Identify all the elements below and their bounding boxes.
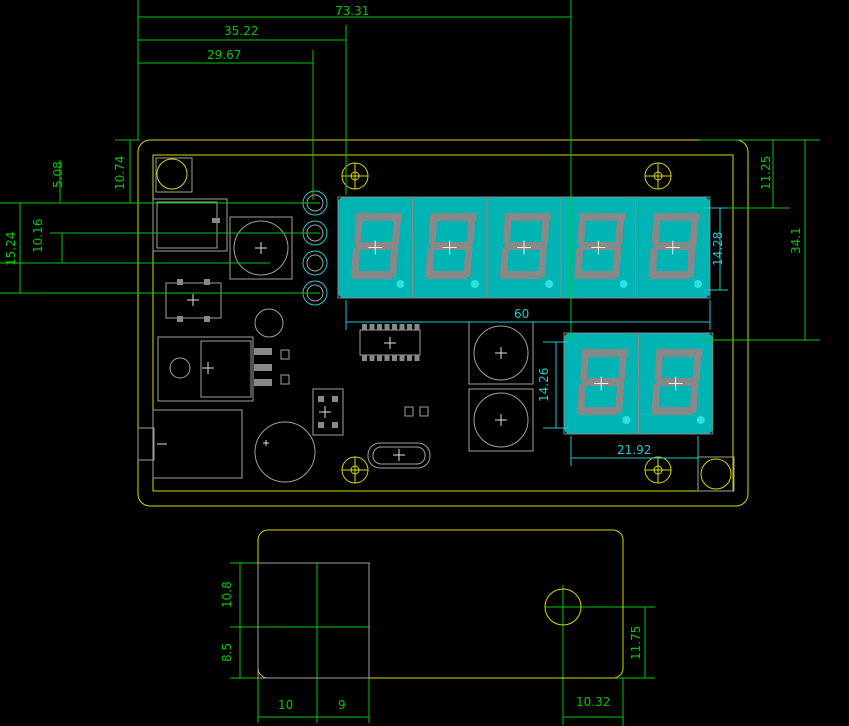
ic-pin [392, 324, 397, 330]
ic-pin [414, 324, 420, 330]
corner-pad [697, 456, 735, 492]
center-crosses [157, 242, 507, 461]
dim-hole-offset: 10.32 [576, 695, 610, 709]
dim-to-leds: 29.67 [207, 48, 241, 62]
dim-top-to-led: 10.74 [113, 156, 127, 190]
board-inner-outline [152, 154, 734, 492]
corner-pad [155, 157, 193, 193]
digit [560, 196, 637, 299]
digit [486, 196, 562, 299]
board-outline [137, 139, 749, 507]
ic-pin [407, 324, 412, 330]
ic-pin [392, 355, 397, 361]
dim-led-span-2: 10.16 [31, 219, 45, 253]
dim-hole-height: 11.75 [629, 626, 643, 660]
leds [302, 190, 328, 306]
dim-to-display: 35.22 [224, 24, 258, 38]
components [137, 198, 534, 483]
ic-pin [369, 324, 375, 330]
dim-led-pitch: 5.08 [51, 161, 65, 188]
dimension-lines [0, 0, 820, 726]
dim-side-upper: 10.8 [220, 581, 234, 608]
ic-pin [377, 324, 382, 330]
ic-pin [399, 324, 405, 330]
dim-side-width-a: 10 [278, 698, 293, 712]
ic-pin [369, 355, 375, 361]
dim-led-span-3: 15.24 [4, 232, 18, 266]
ic-pin [362, 355, 367, 361]
side-view-outline [257, 529, 624, 679]
dim-display-height-top: 14.28 [711, 232, 725, 266]
ic-pin [414, 355, 420, 361]
digit [637, 332, 714, 435]
dim-side-width-b: 9 [338, 698, 346, 712]
component-pads [177, 218, 338, 428]
ic-pin [399, 355, 405, 361]
dim-display-width-bottom: 21.92 [617, 443, 651, 457]
side-view-connector [257, 562, 370, 679]
ic-pin [377, 355, 382, 361]
dim-right-height: 34.1 [789, 227, 803, 254]
ic-pin [407, 355, 412, 361]
dim-display-width-top: 60 [514, 307, 529, 321]
display-dimension-lines [345, 207, 728, 466]
dim-display-height-bottom: 14.26 [537, 368, 551, 402]
seven-segment-displays [337, 196, 714, 435]
side-view-hole [544, 588, 582, 626]
ic-pin [384, 324, 390, 330]
dim-side-lower: 8.5 [220, 643, 234, 662]
dim-right-top: 11.25 [759, 156, 773, 190]
digit [411, 196, 488, 299]
digit [635, 196, 711, 299]
digit [563, 332, 639, 435]
ic-pins [362, 324, 420, 361]
ic-pin [362, 324, 367, 330]
mounting-holes [156, 158, 732, 490]
ic-pin [384, 355, 390, 361]
dim-overall-width: 73.31 [335, 4, 369, 18]
